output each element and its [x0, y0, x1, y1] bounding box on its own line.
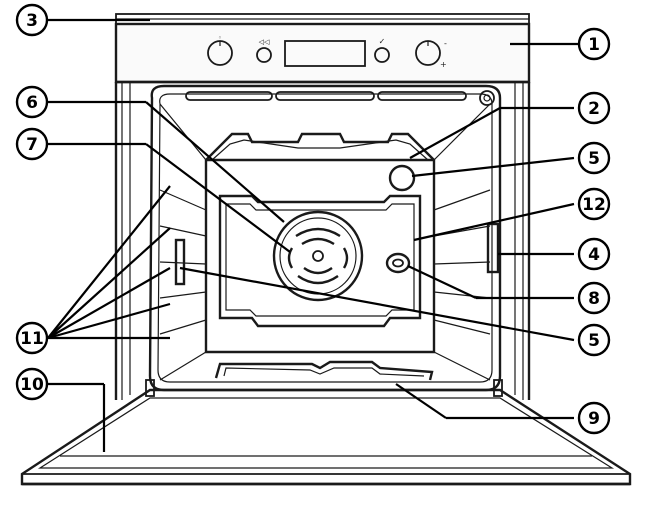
callout-10: 10: [15, 367, 49, 401]
rewind-button[interactable]: [256, 47, 272, 63]
control-panel: ◦ ◁◁ ✓ - +: [114, 22, 531, 84]
top-trim: [115, 13, 530, 25]
side-lamp-right: [486, 222, 500, 274]
left-knob[interactable]: [207, 40, 233, 66]
timer-icon: ◦: [218, 34, 222, 42]
callout-7: 7: [15, 127, 49, 161]
callout-12: 12: [577, 187, 611, 221]
callout-8-label: 8: [588, 289, 600, 309]
callout-10-label: 10: [20, 375, 44, 395]
callout-5-upper: 5: [577, 141, 611, 175]
grill-heaters: [185, 91, 467, 161]
oven-lamp: [388, 164, 416, 192]
callout-5-lower-label: 5: [588, 331, 600, 351]
plus-mark: +: [440, 60, 447, 69]
callout-5-lower: 5: [577, 323, 611, 357]
callout-5-upper-label: 5: [588, 149, 600, 169]
top-lamp: [479, 90, 495, 106]
callout-1-label: 1: [588, 35, 600, 55]
cavity-walls: [159, 103, 491, 381]
callout-3: 3: [15, 3, 49, 37]
cover-hole: [385, 252, 411, 274]
leader-lines: [47, 18, 578, 452]
right-knob[interactable]: [415, 40, 441, 66]
callout-4-label: 4: [588, 245, 600, 265]
callout-4: 4: [577, 237, 611, 271]
convection-fan: [272, 210, 364, 302]
oven-frame: [114, 82, 531, 400]
callout-6-label: 6: [26, 93, 38, 113]
callout-9: 9: [577, 401, 611, 435]
callout-3-label: 3: [26, 11, 38, 31]
callout-7-label: 7: [26, 135, 38, 155]
display-screen: [284, 40, 366, 67]
callout-9-label: 9: [588, 409, 600, 429]
side-lamp-left: [174, 238, 186, 286]
minus-mark: -: [444, 39, 447, 48]
rewind-icon: ◁◁: [259, 38, 270, 46]
callout-6: 6: [15, 85, 49, 119]
callout-8: 8: [577, 281, 611, 315]
bottom-heating-element: [214, 360, 434, 381]
callout-1: 1: [577, 27, 611, 61]
oven-door: [20, 379, 632, 486]
check-icon: ✓: [379, 37, 386, 46]
check-button[interactable]: [374, 47, 390, 63]
callout-2-label: 2: [588, 99, 600, 119]
callout-11-label: 11: [20, 329, 44, 349]
callout-11: 11: [15, 321, 49, 355]
callout-12-label: 12: [582, 195, 606, 215]
callout-2: 2: [577, 91, 611, 125]
